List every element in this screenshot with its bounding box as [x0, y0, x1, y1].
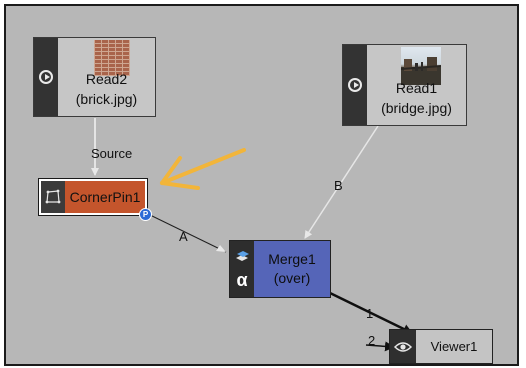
- viewer-strip: [390, 330, 416, 363]
- read2-strip: [34, 38, 58, 116]
- merge-operation: (over): [273, 270, 311, 286]
- cornerpin-icon-box: [41, 181, 65, 213]
- eye-icon: [394, 341, 412, 352]
- read2-name: Read2: [85, 71, 128, 87]
- read1-file: (bridge.jpg): [381, 100, 452, 116]
- viewer-name: Viewer1: [430, 339, 478, 354]
- cornerpin-icon: [45, 189, 61, 204]
- read1-strip: [343, 45, 367, 125]
- read2-node[interactable]: Read2 (brick.jpg): [33, 37, 156, 117]
- p-badge[interactable]: P: [139, 208, 152, 221]
- read2-body: Read2 (brick.jpg): [58, 38, 155, 116]
- edge-label-source: Source: [91, 146, 133, 161]
- read1-name: Read1: [395, 80, 438, 96]
- read2-file: (brick.jpg): [75, 91, 138, 107]
- merge-body: Merge1 (over): [254, 241, 330, 297]
- merge-strip: α: [230, 241, 254, 297]
- edge-label-b: B: [334, 178, 343, 193]
- bridge-thumbnail: [400, 47, 442, 85]
- merge-node[interactable]: α Merge1 (over): [229, 240, 331, 298]
- cornerpin-label-box: CornerPin1: [65, 181, 145, 213]
- layers-icon: [236, 251, 249, 261]
- viewer-node[interactable]: Viewer1: [389, 329, 493, 364]
- alpha-icon: α: [236, 270, 248, 290]
- cornerpin-node[interactable]: CornerPin1 P: [38, 178, 152, 221]
- play-circle-icon: [348, 78, 362, 92]
- viewer-body: Viewer1: [416, 330, 492, 363]
- brick-thumbnail: [94, 40, 130, 76]
- edge-label-a: A: [179, 229, 188, 244]
- edge-label-viewer-2: 2: [368, 333, 376, 348]
- read1-node[interactable]: Read1 (bridge.jpg): [342, 44, 467, 126]
- play-circle-icon: [39, 70, 53, 84]
- cornerpin-name: CornerPin1: [69, 189, 141, 205]
- read1-body: Read1 (bridge.jpg): [367, 45, 466, 125]
- edge-label-viewer-1: 1: [366, 306, 374, 321]
- merge-name: Merge1: [268, 251, 316, 267]
